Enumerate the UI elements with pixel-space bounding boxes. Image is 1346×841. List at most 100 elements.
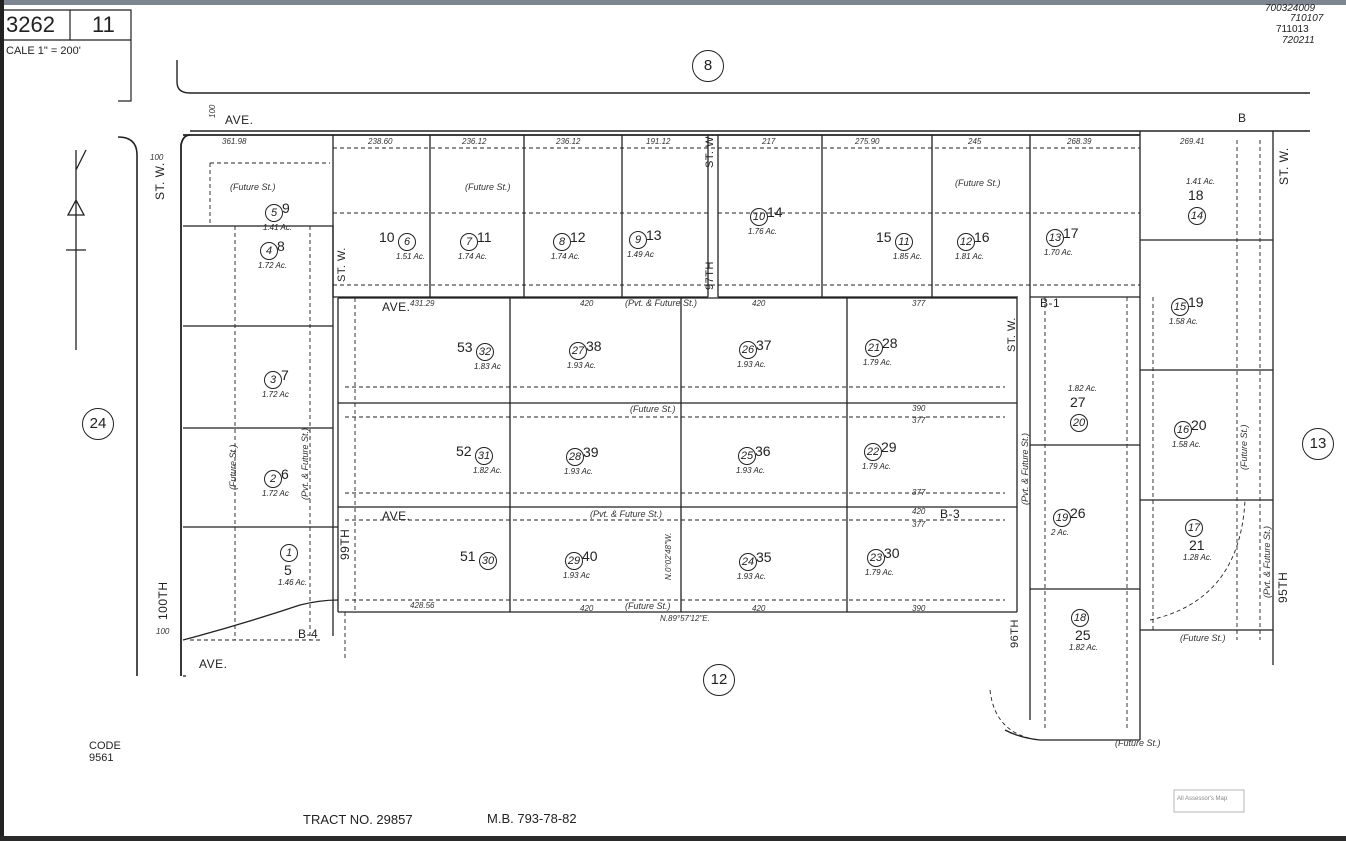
lot-number: 39: [583, 444, 599, 460]
parcel-number[interactable]: 17: [1185, 519, 1203, 537]
future-street-label: (Future St.): [630, 404, 676, 414]
parcel-number[interactable]: 26: [739, 341, 757, 359]
parcel-acreage: 1.49 Ac: [627, 250, 654, 259]
dimension-label: 420: [580, 299, 594, 308]
street-label-ave-low: AVE.: [382, 509, 411, 523]
parcel-number[interactable]: 20: [1070, 414, 1088, 432]
future-street-label: (Future St.): [955, 178, 1001, 188]
dimension-label: 377: [912, 488, 926, 497]
dimension-label: 269.41: [1180, 137, 1205, 146]
lot-number: 16: [974, 229, 990, 245]
dimension-label: 217: [762, 137, 776, 146]
parcel-number[interactable]: 7: [460, 233, 478, 251]
parcel-acreage: 1.79 Ac.: [865, 568, 895, 577]
parcel-number[interactable]: 14: [1188, 207, 1206, 225]
dimension-label: 420: [580, 604, 594, 613]
parcel-number[interactable]: 21: [865, 339, 883, 357]
adjacent-sheet-south[interactable]: 12: [703, 664, 735, 696]
lot-number: 12: [570, 229, 586, 245]
parcel-number[interactable]: 10: [750, 208, 768, 226]
adjacent-sheet-east[interactable]: 13: [1302, 428, 1334, 460]
future-street-label: (Pvt. & Future St.): [590, 509, 663, 519]
future-street-label: (Future St.): [625, 601, 671, 611]
parcel-number[interactable]: 22: [864, 443, 882, 461]
parcel-number[interactable]: 15: [1171, 298, 1189, 316]
dimension-label: 377: [912, 520, 926, 529]
dimension-label: 420: [752, 604, 766, 613]
map-book-reference: M.B. 793-78-82: [487, 811, 577, 826]
parcel-number[interactable]: 29: [565, 552, 583, 570]
street-label-96th: 96TH: [1009, 619, 1021, 648]
future-street-label: (Pvt. & Future St.): [1020, 432, 1030, 505]
block-label-b1: B-1: [1040, 296, 1061, 310]
parcel-acreage: 1.93 Ac: [563, 571, 590, 580]
revision-4: 720211: [1282, 35, 1315, 46]
dimension-label: 275.90: [855, 137, 880, 146]
street-label-97th: 97TH: [704, 261, 716, 290]
lot-number: 9: [282, 200, 290, 216]
parcel-number[interactable]: 16: [1174, 421, 1192, 439]
parcel-number[interactable]: 28: [566, 448, 584, 466]
parcel-acreage: 1.82 Ac.: [1068, 384, 1098, 393]
parcel-number[interactable]: 1: [280, 544, 298, 562]
parcel-number[interactable]: 13: [1046, 229, 1064, 247]
dimension-label: 361.98: [222, 137, 247, 146]
street-label-st-w-96: ST. W.: [1006, 317, 1018, 352]
block-label-b4: B-4: [298, 627, 319, 641]
dimension-label: 431.29: [410, 299, 435, 308]
scale-label: CALE 1" = 200': [6, 45, 81, 57]
parcel-acreage: 1.76 Ac.: [748, 227, 778, 236]
parcel-number[interactable]: 24: [739, 553, 757, 571]
parcel-number[interactable]: 32: [476, 343, 494, 361]
code-label: CODE: [89, 740, 121, 752]
street-label-ave-mid: AVE.: [382, 300, 411, 314]
parcel-number[interactable]: 4: [260, 242, 278, 260]
parcel-number[interactable]: 9: [629, 231, 647, 249]
parcel-number[interactable]: 5: [265, 204, 283, 222]
parcel-number[interactable]: 25: [738, 447, 756, 465]
dimension-label: 238.60: [368, 137, 393, 146]
parcel-number[interactable]: 27: [569, 342, 587, 360]
parcel-acreage: 2 Ac.: [1051, 528, 1069, 537]
future-street-label: (Future St.): [1115, 738, 1161, 748]
window-left-edge: [0, 0, 4, 841]
future-street-label: (Future St.): [228, 444, 238, 490]
adjacent-sheet-west[interactable]: 24: [82, 408, 114, 440]
dimension-label: 377: [912, 416, 926, 425]
lot-number: 19: [1188, 294, 1204, 310]
revision-2: 710107: [1290, 13, 1324, 24]
block-label-b3: B-3: [940, 507, 961, 521]
parcel-acreage: 1.93 Ac.: [564, 467, 594, 476]
street-width: 100: [208, 104, 217, 118]
lot-number: 30: [884, 545, 900, 561]
parcel-number[interactable]: 18: [1071, 609, 1089, 627]
street-label-st-w-right: ST. W.: [1277, 147, 1291, 185]
parcel-number[interactable]: 11: [895, 233, 913, 251]
future-street-label: (Future St.): [465, 182, 511, 192]
revision-3: 711013: [1276, 24, 1309, 35]
street-label-ave-top: AVE.: [225, 113, 254, 127]
street-width-left-bottom: 100: [156, 627, 170, 636]
window-top-bar: [0, 0, 1346, 5]
adjacent-sheet-north[interactable]: 8: [692, 50, 724, 82]
parcel-acreage: 1.79 Ac.: [863, 358, 893, 367]
parcel-acreage: 1.70 Ac.: [1044, 248, 1074, 257]
parcel-number[interactable]: 3: [264, 371, 282, 389]
parcel-number[interactable]: 6: [398, 233, 416, 251]
parcel-number[interactable]: 8: [553, 233, 571, 251]
parcel-acreage: 1.41 Ac.: [1186, 177, 1216, 186]
lot-number: 25: [1075, 627, 1091, 643]
parcel-number[interactable]: 30: [479, 552, 497, 570]
dimension-label: 390: [912, 604, 926, 613]
street-width-left-top: 100: [150, 153, 164, 162]
lot-number: 15: [876, 229, 892, 245]
parcel-number[interactable]: 31: [475, 447, 493, 465]
lot-number: 40: [582, 548, 598, 564]
map-page-number: 11: [92, 12, 115, 37]
bearing-label-vertical: N.0°02'48"W.: [664, 532, 673, 580]
parcel-number[interactable]: 2: [264, 470, 282, 488]
parcel-number[interactable]: 12: [957, 233, 975, 251]
parcel-number[interactable]: 19: [1053, 509, 1071, 527]
lot-number: 53: [457, 339, 473, 355]
parcel-number[interactable]: 23: [867, 549, 885, 567]
